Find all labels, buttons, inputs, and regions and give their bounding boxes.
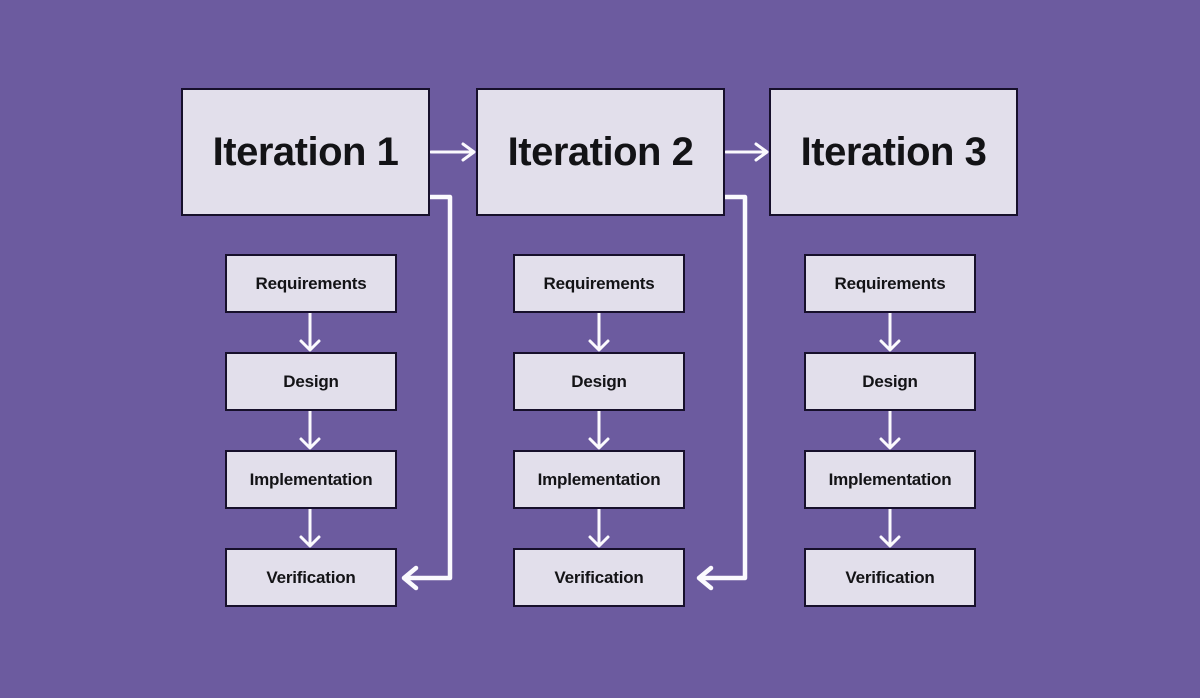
- arrow-down-icon-col2-requirements-design: [588, 311, 610, 352]
- iteration-2-stage-design-box: Design: [513, 352, 685, 411]
- stage-label: Implementation: [828, 469, 952, 489]
- iteration-1-header-box: Iteration 1: [181, 88, 430, 216]
- stage-label: Implementation: [249, 469, 373, 489]
- iteration-1-label: Iteration 1: [212, 129, 399, 174]
- iteration-1-stage-requirements-box: Requirements: [225, 254, 397, 313]
- stage-label: Design: [862, 371, 918, 391]
- iteration-3-stage-implementation-box: Implementation: [804, 450, 976, 509]
- iteration-1-stage-implementation-box: Implementation: [225, 450, 397, 509]
- arrow-down-icon-col1-requirements-design: [299, 311, 321, 352]
- arrow-right-icon-iteration2-to-iteration3: [724, 142, 769, 162]
- arrow-right-icon-iteration1-to-iteration2: [429, 142, 476, 162]
- arrow-down-icon-col1-design-implementation: [299, 409, 321, 450]
- stage-label: Implementation: [537, 469, 661, 489]
- iteration-2-label: Iteration 2: [507, 129, 694, 174]
- iteration-2-stage-requirements-box: Requirements: [513, 254, 685, 313]
- stage-label: Verification: [266, 567, 356, 587]
- iteration-3-header-box: Iteration 3: [769, 88, 1018, 216]
- arrow-down-icon-col3-implementation-verification: [879, 507, 901, 548]
- iteration-1-stage-verification-box: Verification: [225, 548, 397, 607]
- iteration-2-stage-implementation-box: Implementation: [513, 450, 685, 509]
- feedback-loop-arrow-iteration2-to-verification2: [696, 194, 748, 591]
- iteration-3-stage-verification-box: Verification: [804, 548, 976, 607]
- stage-label: Verification: [845, 567, 935, 587]
- arrow-down-icon-col3-requirements-design: [879, 311, 901, 352]
- iteration-3-stage-requirements-box: Requirements: [804, 254, 976, 313]
- iteration-3-stage-design-box: Design: [804, 352, 976, 411]
- arrow-down-icon-col1-implementation-verification: [299, 507, 321, 548]
- stage-label: Verification: [554, 567, 644, 587]
- feedback-loop-arrow-iteration1-to-verification1: [401, 194, 453, 591]
- iteration-2-stage-verification-box: Verification: [513, 548, 685, 607]
- stage-label: Design: [571, 371, 627, 391]
- iteration-2-header-box: Iteration 2: [476, 88, 725, 216]
- stage-label: Design: [283, 371, 339, 391]
- iteration-1-stage-design-box: Design: [225, 352, 397, 411]
- stage-label: Requirements: [543, 273, 655, 293]
- stage-label: Requirements: [834, 273, 946, 293]
- arrow-down-icon-col2-implementation-verification: [588, 507, 610, 548]
- iteration-3-label: Iteration 3: [800, 129, 987, 174]
- arrow-down-icon-col2-design-implementation: [588, 409, 610, 450]
- stage-label: Requirements: [255, 273, 367, 293]
- arrow-down-icon-col3-design-implementation: [879, 409, 901, 450]
